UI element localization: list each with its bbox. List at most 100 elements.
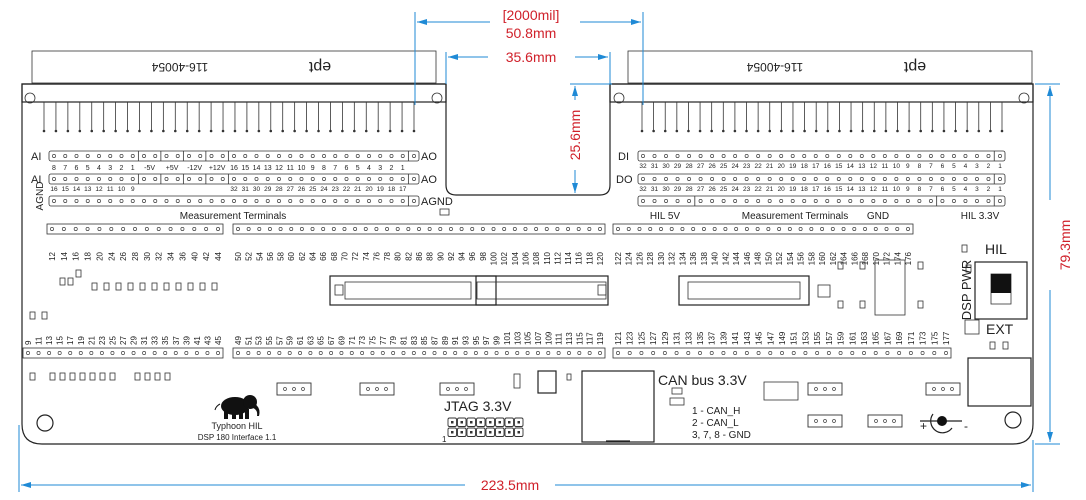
terminal-pin[interactable] [254,199,259,203]
terminal-pin[interactable] [367,177,371,181]
header-pin[interactable] [908,351,913,355]
terminal-pin[interactable] [998,199,1002,203]
header-pin[interactable] [256,351,261,355]
header-pin[interactable] [68,351,73,355]
terminal-pin[interactable] [894,154,899,158]
header-pin[interactable] [109,227,114,231]
terminal-pin[interactable] [905,154,910,158]
terminal-pin[interactable] [790,154,795,158]
header-pin[interactable] [299,227,304,231]
terminal-pin[interactable] [986,177,991,181]
terminal-pin[interactable] [641,154,645,158]
header-pin[interactable] [453,351,458,355]
terminal-pin[interactable] [400,154,405,158]
terminal-pin[interactable] [63,154,68,158]
header-pin[interactable] [662,351,667,355]
can-rj-connector[interactable] [581,370,655,443]
header-pin[interactable] [659,227,663,231]
header-pin[interactable] [97,227,102,231]
terminal-pin[interactable] [733,177,738,181]
terminal-pin[interactable] [232,177,236,181]
terminal-pin[interactable] [344,177,349,181]
terminal-pin[interactable] [744,154,749,158]
header-pin[interactable] [830,227,835,231]
terminal-pin[interactable] [400,199,405,203]
terminal-pin[interactable] [74,154,79,158]
terminal-pin[interactable] [721,154,726,158]
terminal-pin[interactable] [905,177,910,181]
terminal-pin[interactable] [119,177,124,181]
terminal-pin[interactable] [710,177,715,181]
header-pin[interactable] [391,351,396,355]
terminal-pin[interactable] [288,199,293,203]
terminal-pin[interactable] [389,154,394,158]
terminal-pin[interactable] [164,154,169,158]
terminal-pin[interactable] [733,199,738,203]
terminal-pin[interactable] [265,154,270,158]
header-pin[interactable] [50,227,54,231]
terminal-pin[interactable] [333,154,338,158]
terminal-pin[interactable] [85,199,90,203]
header-pin[interactable] [194,351,199,355]
header-pin[interactable] [310,227,315,231]
terminal-pin[interactable] [813,154,818,158]
header-pin[interactable] [723,227,728,231]
terminal-pin[interactable] [367,154,371,158]
header-pin[interactable] [417,227,421,231]
terminal-pin[interactable] [243,154,248,158]
header-pin[interactable] [427,227,432,231]
terminal-pin[interactable] [871,177,876,181]
header-pin[interactable] [798,227,803,231]
terminal-pin[interactable] [52,199,56,203]
terminal-pin[interactable] [355,199,360,203]
terminal-pin[interactable] [142,199,146,203]
header-pin[interactable] [121,227,126,231]
terminal-pin[interactable] [951,154,956,158]
terminal-pin[interactable] [277,199,281,203]
header-pin[interactable] [463,351,468,355]
header-pin[interactable] [411,351,416,355]
terminal-pin[interactable] [664,177,668,181]
terminal-pin[interactable] [940,199,945,203]
terminal-pin[interactable] [882,199,887,203]
header-pin[interactable] [385,227,390,231]
terminal-pin[interactable] [175,199,180,203]
terminal-pin[interactable] [779,154,784,158]
header-pin[interactable] [863,227,867,231]
terminal-pin[interactable] [344,199,349,203]
header-pin[interactable] [47,351,52,355]
terminal-pin[interactable] [232,154,236,158]
header-pin[interactable] [897,351,902,355]
header-pin[interactable] [329,351,334,355]
terminal-pin[interactable] [698,199,703,203]
header-pin[interactable] [459,227,464,231]
header-pin[interactable] [791,351,796,355]
terminal-pin[interactable] [412,199,416,203]
header-pin[interactable] [204,227,209,231]
header-pin[interactable] [236,351,240,355]
header-pin[interactable] [57,351,62,355]
terminal-pin[interactable] [52,177,56,181]
terminal-pin[interactable] [310,154,315,158]
header-pin[interactable] [567,351,571,355]
header-pin[interactable] [733,351,738,355]
terminal-pin[interactable] [836,154,841,158]
terminal-pin[interactable] [721,177,726,181]
terminal-pin[interactable] [963,154,968,158]
header-pin[interactable] [862,351,866,355]
terminal-pin[interactable] [928,177,933,181]
header-pin[interactable] [932,351,937,355]
terminal-pin[interactable] [767,199,772,203]
terminal-pin[interactable] [641,199,645,203]
header-pin[interactable] [339,351,344,355]
terminal-pin[interactable] [175,177,180,181]
terminal-pin[interactable] [355,177,360,181]
header-pin[interactable] [756,351,761,355]
header-pin[interactable] [342,227,347,231]
header-pin[interactable] [131,351,136,355]
terminal-pin[interactable] [756,154,761,158]
header-pin[interactable] [349,351,354,355]
terminal-pin[interactable] [675,177,680,181]
terminal-pin[interactable] [164,199,169,203]
terminal-pin[interactable] [664,199,668,203]
